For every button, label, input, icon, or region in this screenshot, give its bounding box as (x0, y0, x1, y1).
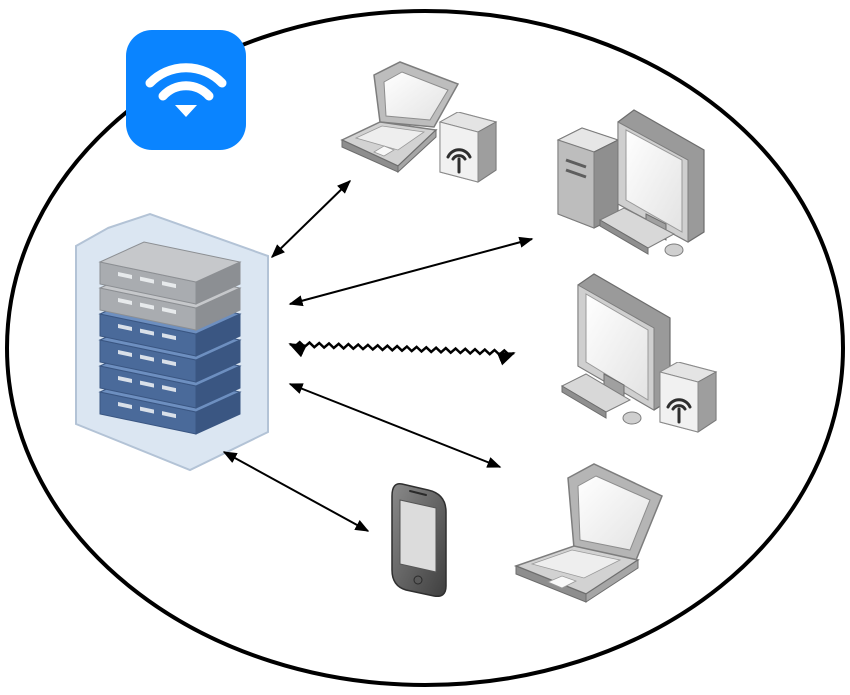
server-rack-icon (98, 241, 242, 435)
laptop-icon (340, 61, 460, 174)
network-boundary (5, 9, 845, 687)
connection-desktop (288, 236, 534, 307)
connection-desktop-ap-wavy (288, 340, 516, 366)
wireless-access-point-icon (438, 112, 498, 184)
wifi-badge (126, 30, 246, 150)
device-desktop-computer (556, 109, 705, 257)
device-laptop-with-access-point (340, 61, 498, 184)
device-smartphone (391, 483, 447, 598)
connection-laptop (288, 383, 502, 468)
desktop-computer-icon (560, 273, 671, 425)
wifi-icon (145, 63, 227, 101)
server-rack-unit (98, 241, 242, 305)
connection-smartphone (222, 451, 370, 532)
server-rack (75, 212, 269, 472)
laptop-icon (513, 463, 663, 603)
smartphone-icon (391, 483, 447, 598)
connection-laptop-ap (270, 180, 352, 258)
connections (222, 180, 534, 532)
desktop-computer-icon (556, 109, 705, 257)
wireless-access-point-icon (658, 362, 718, 434)
device-laptop (513, 463, 663, 603)
device-desktop-with-access-point (560, 273, 718, 434)
